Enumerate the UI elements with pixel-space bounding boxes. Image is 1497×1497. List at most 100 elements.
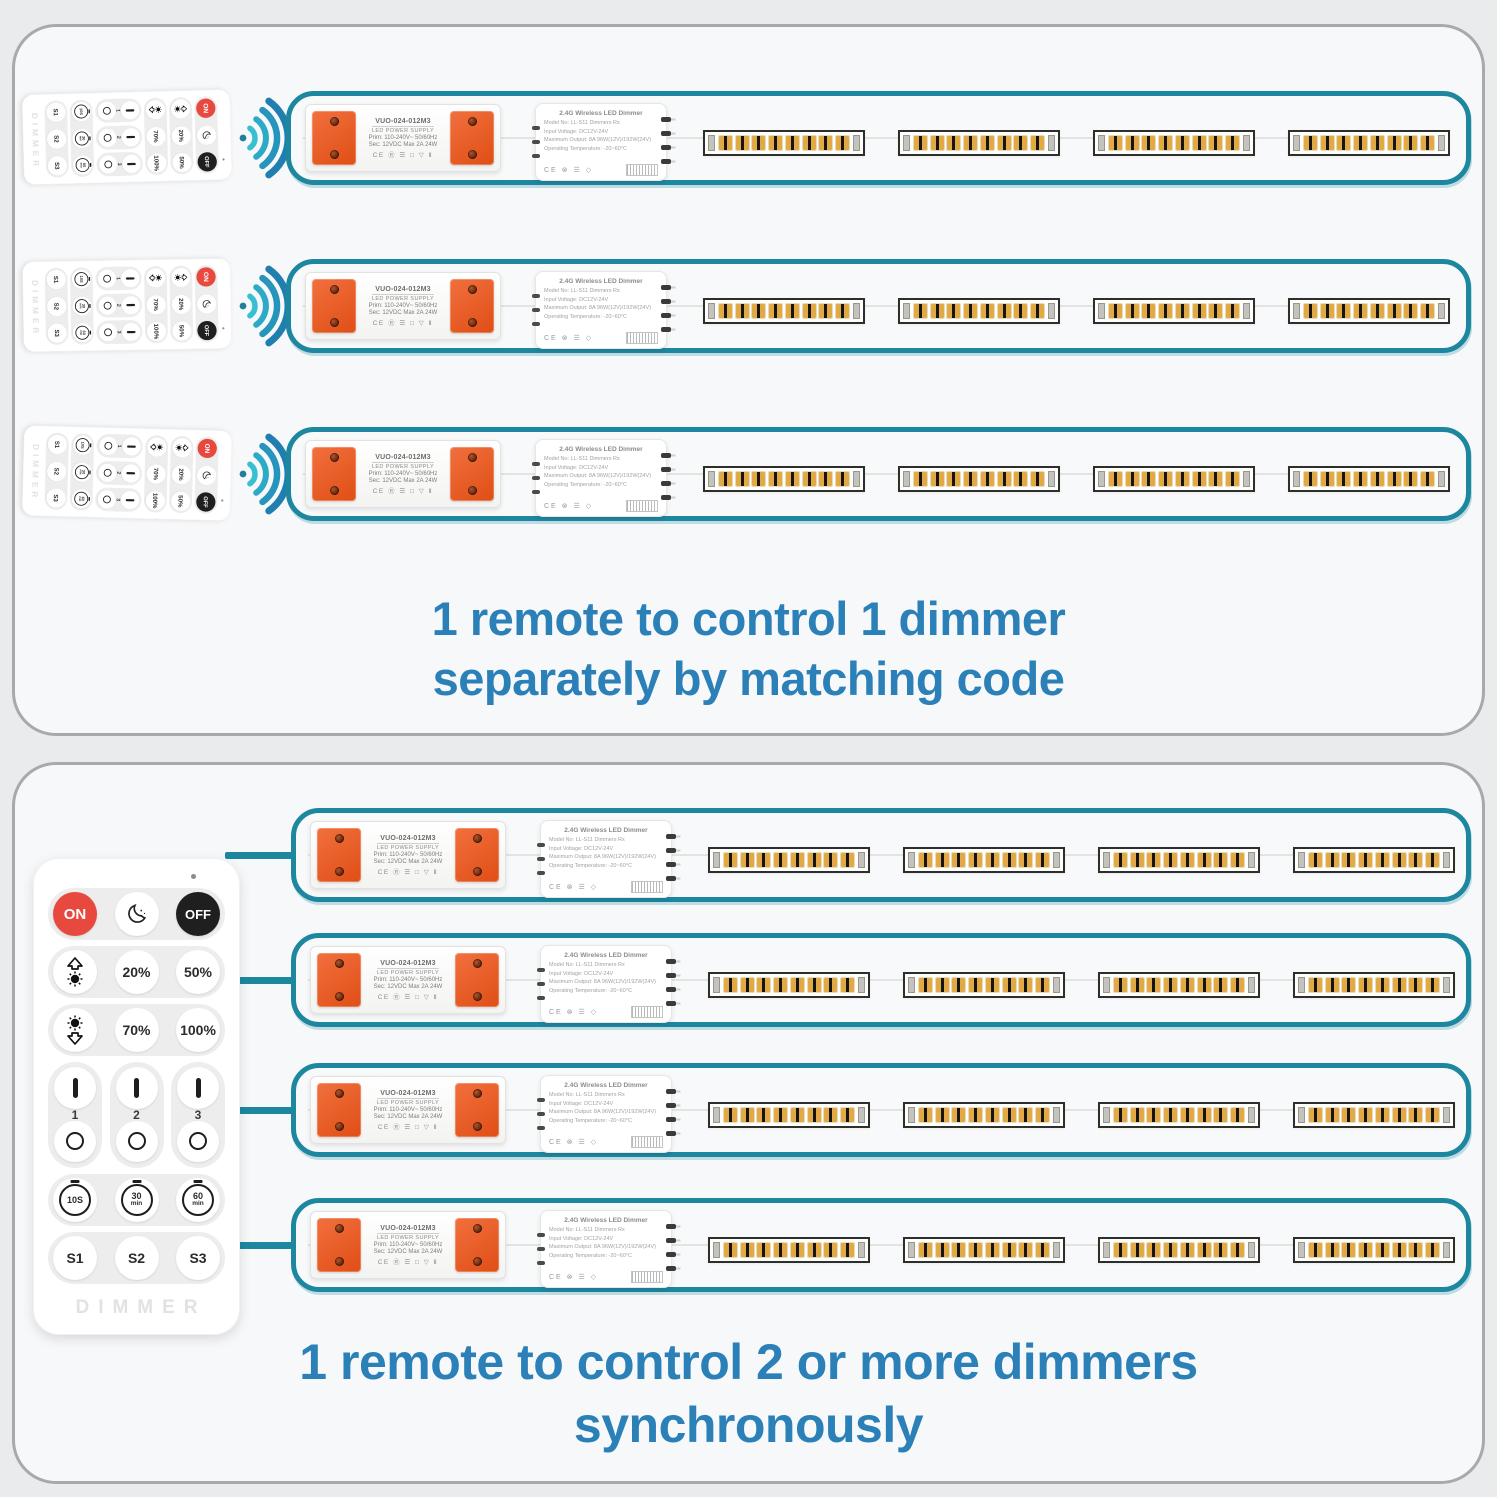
certification-icons: CE Ⓡ ☰ □ ▽ Ⅱ bbox=[377, 1123, 439, 1131]
off-button[interactable]: OFF bbox=[197, 320, 217, 341]
brightness-down-button[interactable] bbox=[145, 99, 166, 120]
timer-10s-button[interactable]: 10S bbox=[72, 435, 93, 455]
scene-s3-button[interactable]: S3 bbox=[47, 155, 68, 176]
preset-100-button[interactable]: 100% bbox=[145, 490, 166, 511]
group-2-bar-button[interactable] bbox=[121, 463, 141, 483]
group-3-ring-button[interactable] bbox=[98, 155, 118, 174]
group-2-ring-button[interactable] bbox=[98, 463, 117, 483]
brightness-up-button[interactable] bbox=[172, 437, 192, 458]
group-1-ring-button[interactable] bbox=[98, 436, 118, 456]
off-button[interactable]: OFF bbox=[197, 152, 218, 172]
group-1-ring-button[interactable] bbox=[54, 1120, 96, 1162]
group-2-ring-button[interactable] bbox=[98, 296, 117, 315]
scene-s2-button[interactable]: S2 bbox=[46, 129, 67, 149]
preset-70-button[interactable]: 70% bbox=[146, 126, 166, 147]
preset-50-button[interactable]: 50% bbox=[176, 950, 220, 994]
scene-s1-button[interactable]: S1 bbox=[47, 434, 68, 455]
preset-100-button[interactable]: 100% bbox=[146, 321, 167, 342]
preset-20-button[interactable]: 20% bbox=[171, 294, 192, 314]
led-chip-pair bbox=[1019, 1243, 1033, 1257]
group-3-bar-button[interactable] bbox=[177, 1067, 219, 1109]
brightness-up-button[interactable] bbox=[53, 950, 97, 994]
off-button[interactable]: OFF bbox=[196, 492, 216, 512]
group-3-ring-button[interactable] bbox=[177, 1120, 219, 1162]
on-button[interactable]: ON bbox=[53, 892, 97, 936]
brightness-up-button[interactable] bbox=[171, 267, 191, 288]
brightness-down-button[interactable] bbox=[145, 268, 166, 288]
scene-s2-button[interactable]: S2 bbox=[46, 461, 67, 482]
brightness-up-button[interactable] bbox=[170, 99, 191, 119]
scene-s2-button[interactable]: S2 bbox=[114, 1236, 159, 1280]
timer-10s-button[interactable]: 10S bbox=[71, 101, 92, 122]
scene-s2-button[interactable]: S2 bbox=[46, 296, 67, 317]
night-mode-button[interactable] bbox=[196, 125, 217, 145]
preset-20-button[interactable]: 20% bbox=[114, 950, 159, 994]
group-2-bar-button[interactable] bbox=[121, 295, 141, 315]
brightness-down-icon bbox=[67, 1015, 83, 1045]
led-chip-pair bbox=[1426, 978, 1440, 992]
scene-s3-button[interactable]: S3 bbox=[47, 323, 67, 343]
led-chip-pair bbox=[1180, 1243, 1194, 1257]
scene-s1-button[interactable]: S1 bbox=[46, 102, 66, 123]
group-1-ring-button[interactable] bbox=[97, 269, 117, 288]
off-button[interactable]: OFF bbox=[176, 892, 220, 936]
preset-20-button[interactable]: 20% bbox=[171, 125, 192, 146]
led-chip-pair bbox=[819, 136, 833, 150]
strip-end-cap bbox=[1103, 852, 1110, 868]
group-3-bar-button[interactable] bbox=[122, 322, 141, 342]
group-1-bar-button[interactable] bbox=[120, 100, 140, 120]
group-3-bar-button[interactable] bbox=[120, 490, 140, 510]
group-2-ring-button[interactable] bbox=[98, 128, 117, 148]
group-2-bar-button[interactable] bbox=[121, 127, 141, 147]
night-mode-button[interactable] bbox=[114, 892, 159, 936]
moon-icon bbox=[128, 903, 147, 923]
strip-end-cap bbox=[857, 852, 865, 868]
group-2-ring-button[interactable] bbox=[115, 1120, 158, 1162]
preset-70-button[interactable]: 70% bbox=[146, 294, 166, 315]
wireless-dimmer-module: 2.4G Wireless LED Dimmer Model No: LL-S1… bbox=[537, 1075, 676, 1153]
preset-50-button[interactable]: 50% bbox=[170, 491, 191, 512]
led-chip-pair bbox=[1231, 1108, 1245, 1122]
brightness-down-button[interactable] bbox=[53, 1008, 97, 1052]
led-chip-pair bbox=[1197, 853, 1211, 867]
group-1-bar-button[interactable] bbox=[121, 268, 140, 288]
preset-100-button[interactable]: 100% bbox=[146, 153, 167, 174]
preset-50-button[interactable]: 50% bbox=[172, 152, 192, 173]
strip-end-cap bbox=[1442, 1242, 1450, 1258]
scene-s1-button[interactable]: S1 bbox=[53, 1236, 97, 1280]
dimmer-footer: CE ⊗ ☰ ◇ bbox=[544, 500, 658, 512]
preset-20-button[interactable]: 20% bbox=[171, 464, 192, 485]
brightness-down-button[interactable] bbox=[146, 437, 167, 457]
preset-70-button[interactable]: 70% bbox=[114, 1008, 159, 1052]
on-button[interactable]: ON bbox=[197, 438, 218, 459]
group-1-bar-button[interactable] bbox=[122, 437, 141, 456]
timer-10s-button[interactable]: 10S bbox=[53, 1178, 97, 1222]
scene-s3-button[interactable]: S3 bbox=[46, 488, 66, 508]
on-button[interactable]: ON bbox=[195, 98, 216, 119]
led-chip-pair bbox=[769, 304, 783, 318]
timer-10s-button[interactable]: 10S bbox=[71, 269, 92, 289]
night-mode-button[interactable] bbox=[196, 293, 217, 314]
on-button[interactable]: ON bbox=[196, 267, 216, 287]
group-3-ring-button[interactable] bbox=[98, 322, 118, 342]
group-1-ring-button[interactable] bbox=[97, 101, 117, 121]
group-2-bar-button[interactable] bbox=[115, 1067, 158, 1109]
group-1-bar-button[interactable] bbox=[54, 1067, 96, 1109]
scene-s1-button[interactable]: S1 bbox=[46, 269, 66, 290]
preset-100-button[interactable]: 100% bbox=[176, 1008, 220, 1052]
preset-70-button[interactable]: 70% bbox=[146, 464, 166, 484]
preset-50-button[interactable]: 50% bbox=[171, 321, 192, 341]
scene-s3-button[interactable]: S3 bbox=[176, 1236, 220, 1280]
group-3-ring-button[interactable] bbox=[97, 490, 117, 509]
dimmer-circuit-1: VUO-024-012M3 LED POWER SUPPLY Prim: 110… bbox=[291, 808, 1471, 902]
night-mode-button[interactable] bbox=[196, 465, 217, 486]
group-3-bar-button[interactable] bbox=[122, 154, 141, 174]
